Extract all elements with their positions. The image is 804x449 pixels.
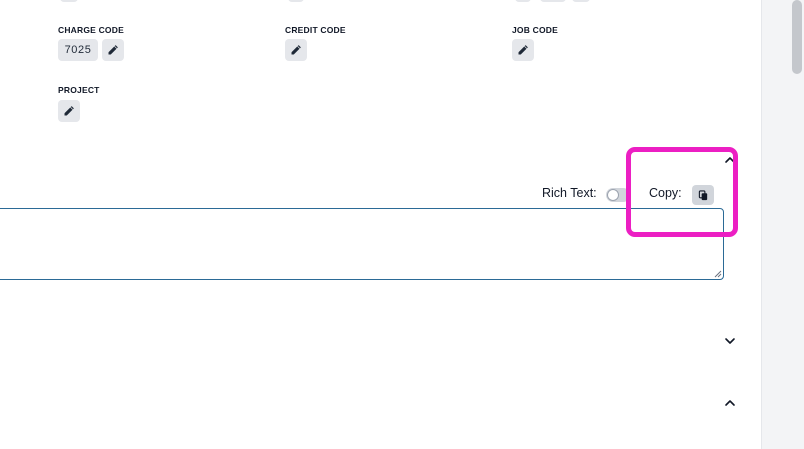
top-chip-partial: [515, 0, 531, 2]
top-chip-partial: [540, 0, 566, 2]
chevron-up-icon: [725, 157, 735, 163]
copy-label: Copy:: [649, 186, 682, 200]
scrollbar-thumb[interactable]: [792, 0, 802, 74]
section-collapse-button[interactable]: [723, 153, 737, 167]
credit-code-edit-button[interactable]: [285, 39, 307, 61]
project-edit-button[interactable]: [58, 100, 80, 122]
job-code-edit-button[interactable]: [512, 39, 534, 61]
job-code-label: JOB CODE: [512, 25, 558, 35]
rich-text-toggle[interactable]: [606, 188, 630, 202]
project-label: PROJECT: [58, 85, 100, 95]
charge-code-label: CHARGE CODE: [58, 25, 124, 35]
copy-icon: [698, 189, 707, 200]
rich-text-label: Rich Text:: [542, 186, 597, 200]
top-chip-partial: [572, 0, 590, 2]
chevron-up-icon: [725, 400, 735, 406]
top-chip-partial: [288, 0, 304, 2]
charge-code-value: 7025: [58, 39, 98, 61]
section-expand-button[interactable]: [723, 334, 737, 348]
top-chip-partial: [60, 0, 78, 2]
resize-grip-icon[interactable]: [713, 269, 722, 278]
chevron-down-icon: [725, 338, 735, 344]
pencil-icon: [291, 45, 301, 55]
highlight-annotation: [626, 147, 738, 237]
section-collapse-button[interactable]: [723, 396, 737, 410]
copy-button[interactable]: [692, 185, 714, 205]
pencil-icon: [518, 45, 528, 55]
notes-textarea[interactable]: [0, 208, 724, 280]
pencil-icon: [64, 106, 74, 116]
charge-code-edit-button[interactable]: [102, 39, 124, 61]
credit-code-label: CREDIT CODE: [285, 25, 346, 35]
toggle-knob: [607, 189, 619, 201]
pencil-icon: [108, 45, 118, 55]
scrollbar-track[interactable]: [761, 0, 804, 449]
